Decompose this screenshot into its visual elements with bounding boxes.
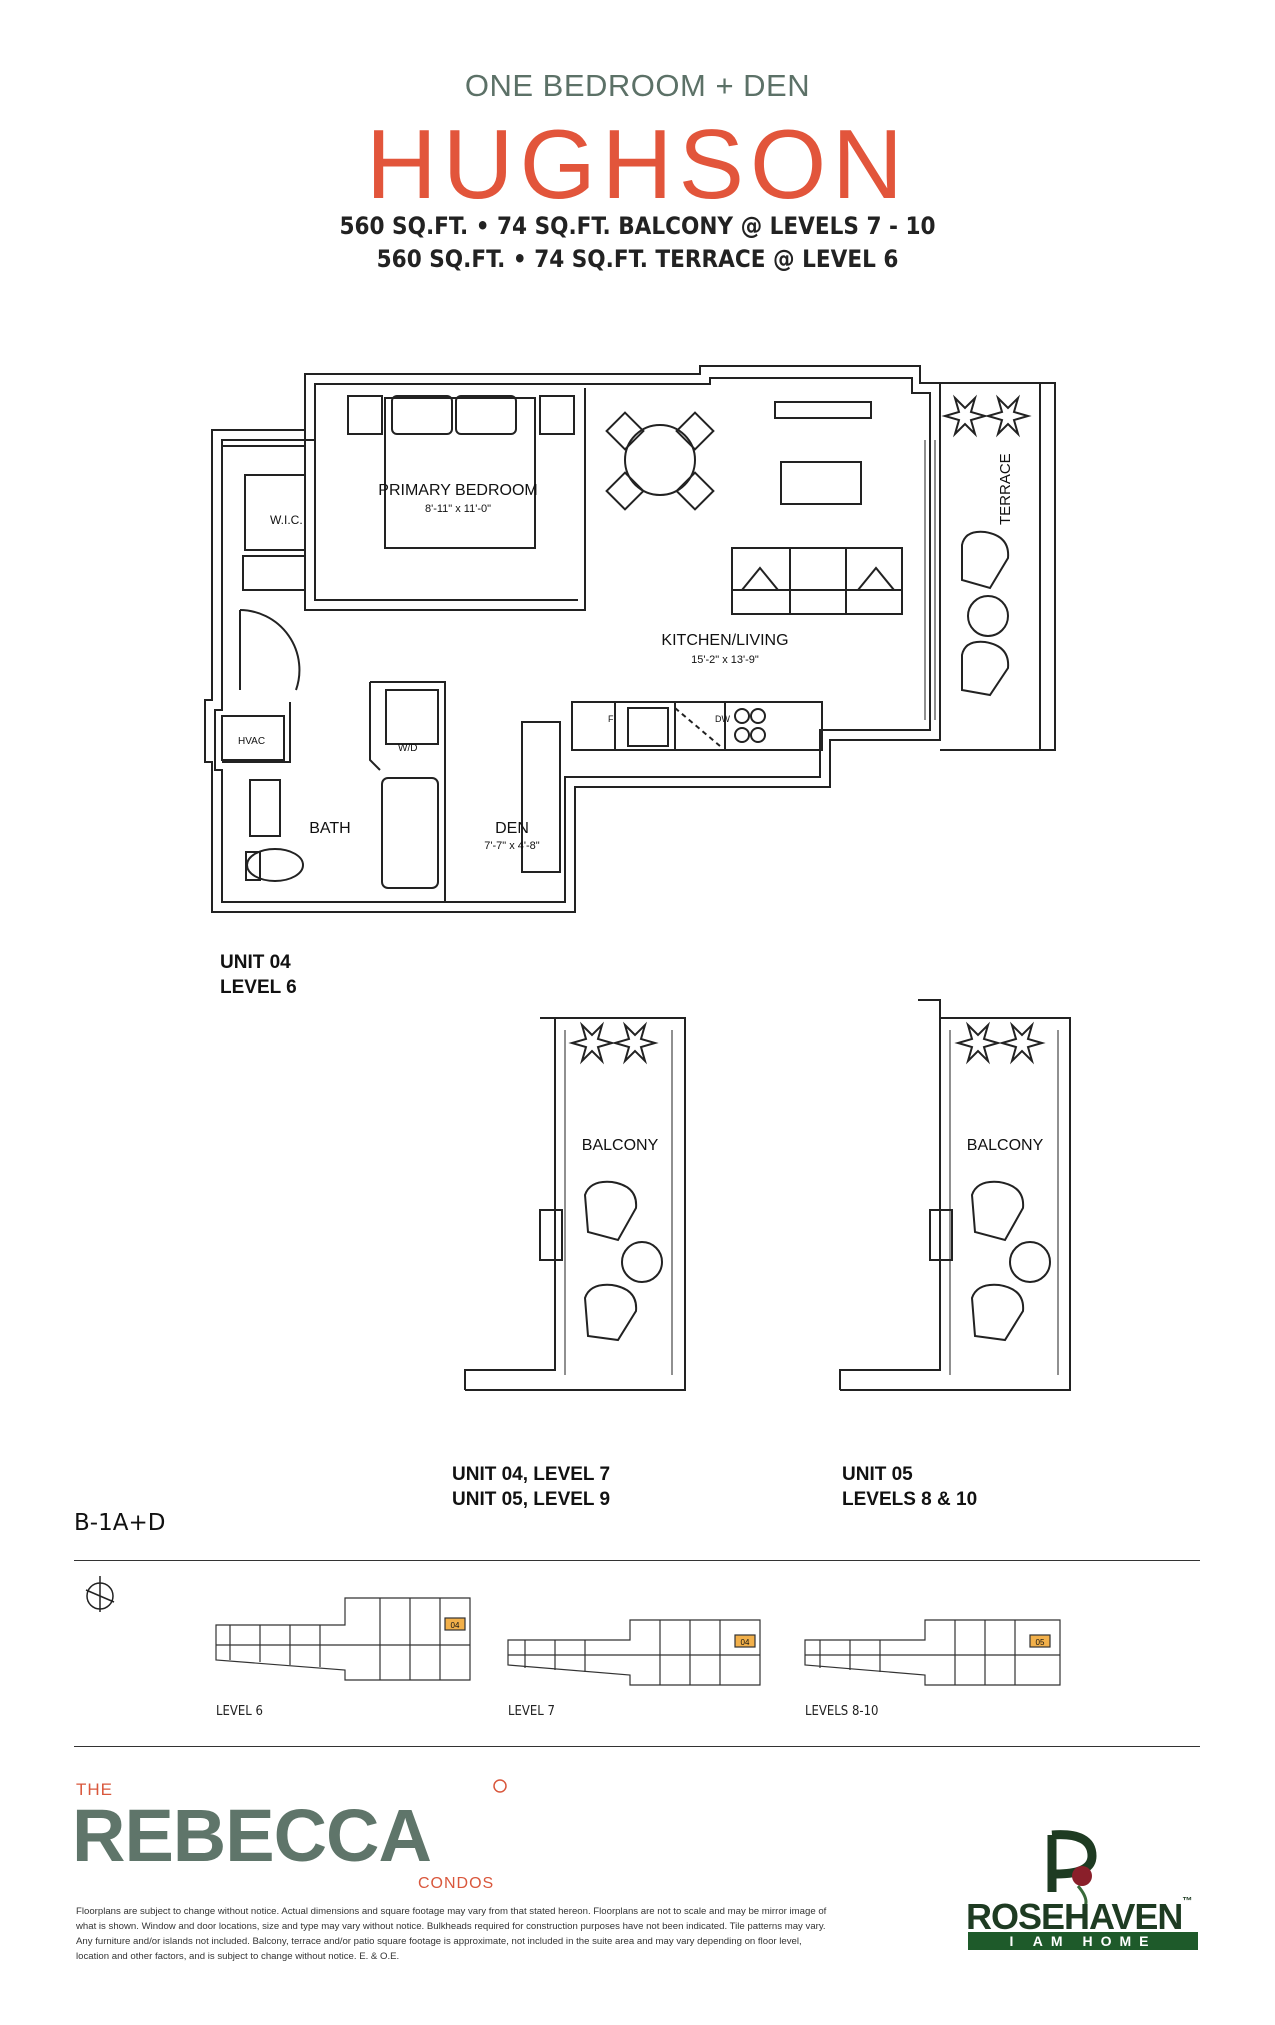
washer-dryer: [385, 689, 439, 745]
room-label-wd: W/D: [398, 743, 417, 754]
kitchen-counter: [571, 701, 823, 751]
key-plan-unit-tag: 05: [1036, 1638, 1045, 1647]
developer-logo: ROSEHAVEN™: [966, 1896, 1192, 1938]
terrace-chair: [961, 640, 1010, 697]
brand-rebecca-logo: REBECCA: [72, 1794, 432, 1877]
key-plan-label: LEVELS 8-10: [805, 1704, 879, 1719]
floor-plan-drawing: PRIMARY BEDROOM 8'-11" x 11'-0" W.I.C. K…: [204, 365, 1071, 1391]
caption-line: UNIT 05, LEVEL 9: [452, 1489, 611, 1510]
balcony-1-caption: UNIT 04, LEVEL 7 UNIT 05, LEVEL 9: [452, 1462, 610, 1512]
key-plan-label: LEVEL 7: [508, 1704, 555, 1719]
brand-the: THE: [76, 1780, 113, 1799]
brand-circle-icon: [493, 1779, 507, 1793]
wic-wall: [222, 445, 306, 551]
bed: [384, 397, 536, 549]
key-plan-label: LEVEL 6: [216, 1704, 263, 1719]
terrace-outline: [940, 382, 1056, 751]
suite-name: HUGHSON: [366, 109, 909, 219]
caption-line: UNIT 05: [842, 1464, 913, 1485]
key-plan-levels-8-10: [804, 1619, 1061, 1686]
balcony-plan-2: [839, 999, 1071, 1391]
den-counter: [521, 721, 561, 873]
room-label-den: DEN: [495, 820, 529, 837]
room-label-hvac: HVAC: [238, 736, 265, 747]
balcony-plan-1: [464, 1017, 686, 1391]
north-arrow-icon: [85, 1576, 115, 1612]
caption-line: LEVEL 6: [220, 977, 297, 998]
appliance-dishwasher: DW: [715, 714, 730, 724]
developer-tagline: I AM HOME: [968, 1932, 1198, 1950]
coffee-table: [780, 461, 862, 505]
balcony-2-caption: UNIT 05 LEVELS 8 & 10: [842, 1462, 977, 1512]
room-dim-kitchen: 15'-2" x 13'-9": [691, 654, 759, 666]
balcony-label-1: BALCONY: [582, 1137, 659, 1154]
key-plan-unit-tag: 04: [741, 1638, 750, 1647]
terrace-plant: [941, 394, 989, 438]
disclaimer-text: Floorplans are subject to change without…: [76, 1906, 827, 1962]
area-line-terrace: 560 SQ.FT. • 74 SQ.FT. TERRACE @ LEVEL 6: [376, 245, 899, 273]
exterior-wall: [204, 365, 941, 913]
bath-wall: [222, 681, 446, 902]
caption-line: LEVELS 8 & 10: [842, 1489, 978, 1510]
toilet: [246, 848, 304, 882]
appliance-fridge: F: [608, 714, 614, 724]
bathtub: [381, 777, 439, 889]
suite-type: ONE BEDROOM + DEN: [464, 68, 811, 103]
plan-code: B-1A+D: [74, 1510, 166, 1536]
room-dim-bedroom: 8'-11" x 11'-0": [425, 503, 491, 515]
hvac-closet: [221, 715, 285, 761]
terrace-chair: [961, 530, 1010, 590]
balcony-label-2: BALCONY: [967, 1137, 1044, 1154]
caption-line: UNIT 04: [220, 952, 291, 973]
vanity: [249, 779, 281, 837]
entry-door-swing: [239, 609, 301, 691]
developer-name: ROSEHAVEN: [966, 1896, 1183, 1937]
sofa: [731, 547, 903, 615]
divider: [74, 1560, 1200, 1561]
room-label-bedroom: PRIMARY BEDROOM: [378, 482, 537, 499]
key-plan-level-6: [215, 1597, 471, 1681]
area-line-balcony: 560 SQ.FT. • 74 SQ.FT. BALCONY @ LEVELS …: [339, 212, 936, 240]
dining-table: [624, 424, 696, 496]
room-label-wic: W.I.C.: [270, 513, 303, 527]
room-label-bath: BATH: [309, 820, 350, 837]
tv: [774, 401, 872, 419]
divider: [74, 1746, 1200, 1747]
room-label-kitchen: KITCHEN/LIVING: [661, 632, 788, 649]
terrace-table: [967, 595, 1009, 637]
brand-condos: CONDOS: [418, 1875, 495, 1892]
caption-line: UNIT 04, LEVEL 7: [452, 1464, 611, 1485]
terrace-plant: [984, 394, 1032, 438]
room-label-terrace: TERRACE: [997, 453, 1014, 525]
key-plan-unit-tag: 04: [451, 1621, 460, 1630]
main-plan-caption: UNIT 04 LEVEL 6: [220, 950, 297, 1000]
trademark: ™: [1182, 1896, 1192, 1907]
key-plan-level-7: [507, 1619, 761, 1686]
room-dim-den: 7'-7" x 4'-8": [484, 840, 540, 852]
exterior-wall-inner: [214, 377, 931, 903]
